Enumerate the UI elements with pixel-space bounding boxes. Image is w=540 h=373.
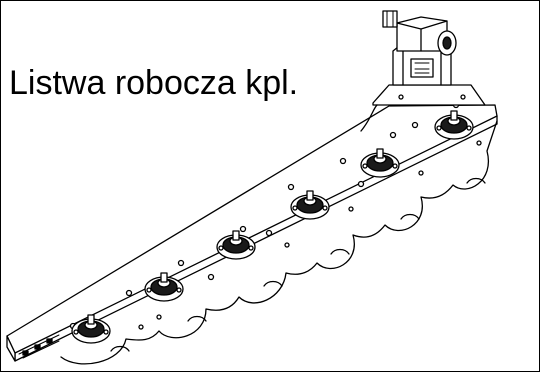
bar-front-hole-2	[34, 344, 41, 350]
cutting-disc-6	[434, 110, 474, 140]
bar-plate-outline	[6, 104, 498, 354]
cutting-disc-5	[360, 148, 400, 178]
cutting-disc-1	[71, 314, 111, 344]
gearbox-icon	[360, 10, 486, 132]
cutting-disc-2	[144, 272, 184, 302]
cutting-disc-4	[290, 190, 330, 220]
bar-front-hole-1	[22, 350, 29, 356]
guard-scallop-edge	[60, 120, 498, 365]
bar-front-block	[6, 335, 16, 362]
cutting-disc-3	[216, 230, 256, 260]
figure-title: Listwa robocza kpl.	[9, 64, 299, 102]
bar-front-hole-3	[46, 338, 53, 344]
bar-bolts	[69, 101, 482, 330]
skid-feet	[110, 177, 486, 352]
